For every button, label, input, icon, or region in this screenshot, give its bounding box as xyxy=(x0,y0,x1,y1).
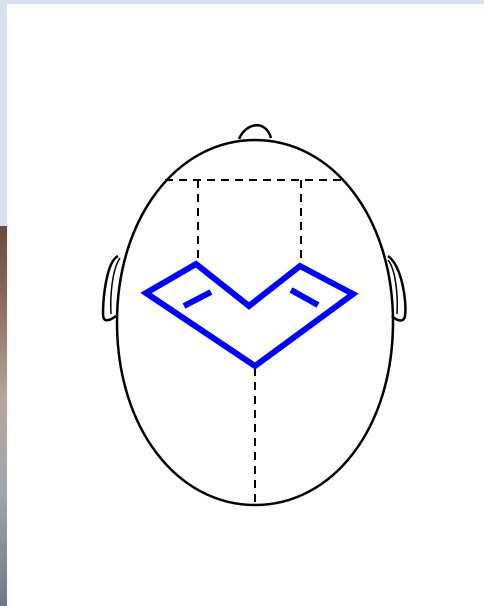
head-outline xyxy=(117,140,393,505)
marker-right-slot xyxy=(291,290,318,305)
nose-shape xyxy=(239,125,271,139)
marker-outline xyxy=(146,264,353,366)
marker-left-slot xyxy=(184,292,211,306)
electrode-marker xyxy=(146,264,353,366)
dashed-reference-lines xyxy=(165,180,347,505)
